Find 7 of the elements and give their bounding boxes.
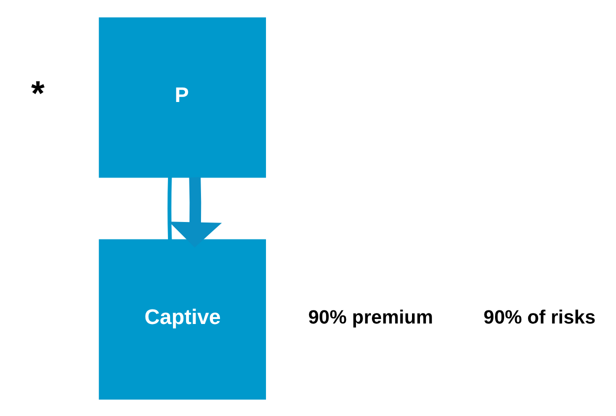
- node-box: P: [98, 16, 266, 178]
- arrow: [168, 176, 222, 247]
- node-box: Captive: [98, 238, 266, 400]
- label: 90% premium: [308, 306, 434, 328]
- label: *: [31, 74, 45, 113]
- connector: [168, 176, 172, 240]
- label: 90% of risks: [484, 306, 596, 328]
